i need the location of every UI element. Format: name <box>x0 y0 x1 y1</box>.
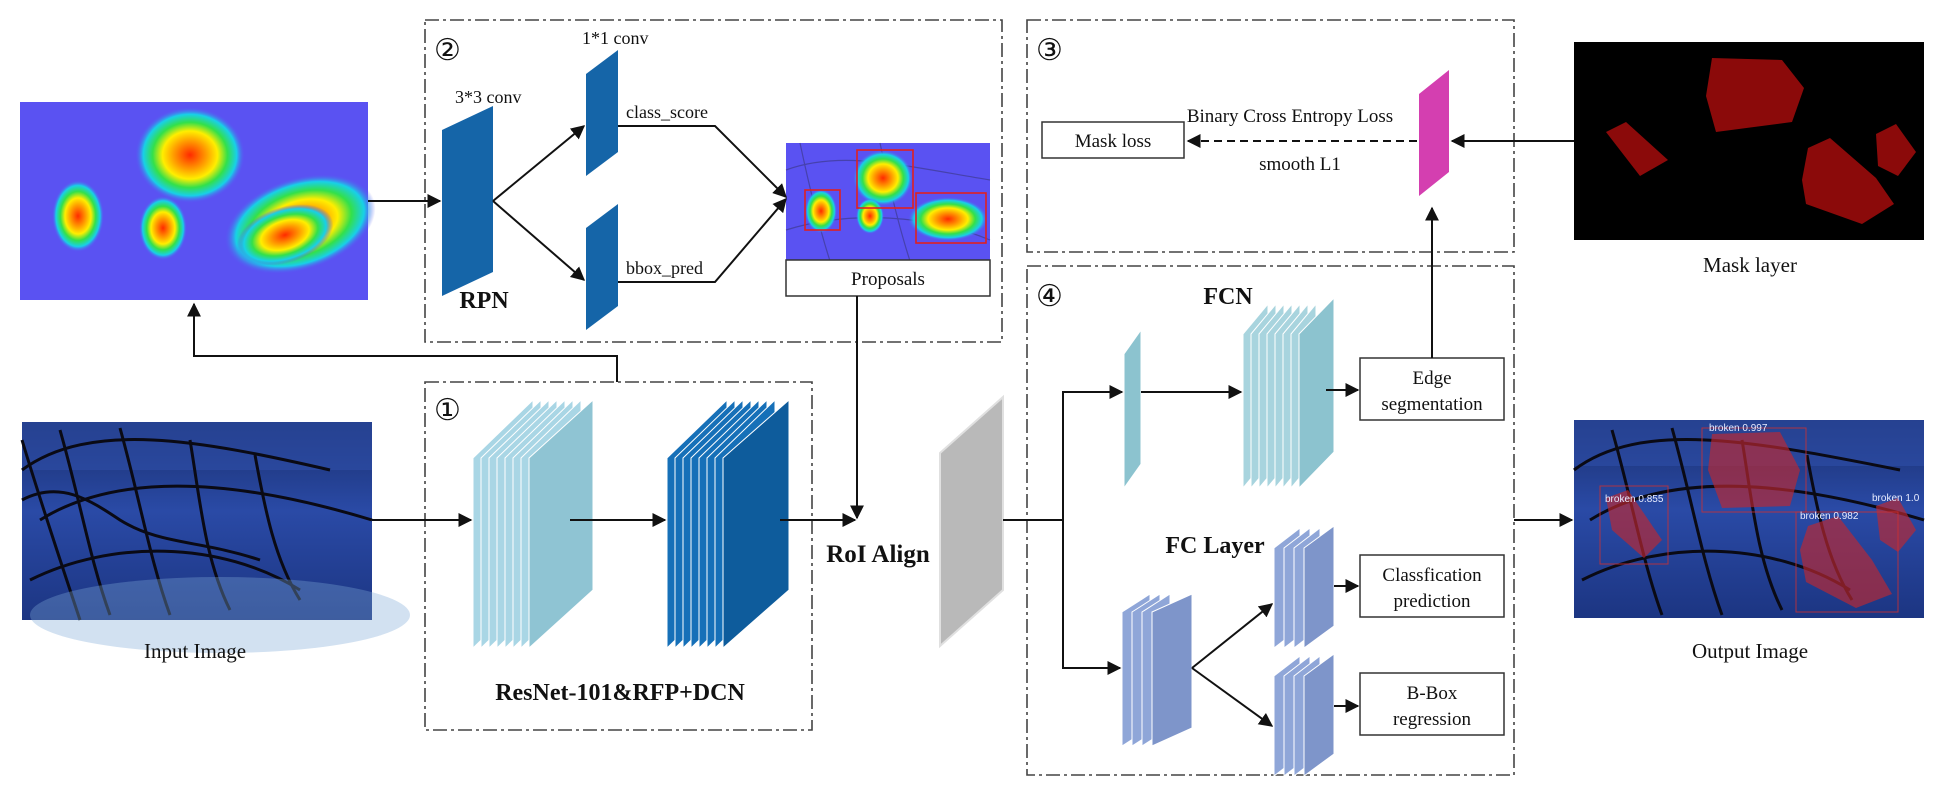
class-score-label: class_score <box>626 102 708 122</box>
classification-label-1: Classfication <box>1382 565 1482 586</box>
rpn-3x3-conv-layer <box>442 106 493 296</box>
rpn-title: RPN <box>459 288 509 314</box>
bce-loss-label: Binary Cross Entropy Loss <box>1187 106 1393 127</box>
edge-segmentation-label-1: Edge <box>1412 368 1451 389</box>
output-detection-3: broken 0.982 <box>1800 511 1859 522</box>
module-4-number: ④ <box>1036 280 1063 313</box>
edge-segmentation-label-2: segmentation <box>1381 394 1483 415</box>
mask-layer-image <box>1574 42 1924 240</box>
feature-heatmap <box>20 102 376 300</box>
resnet-light-stack <box>472 398 594 650</box>
bbox-regression-label-2: regression <box>1393 709 1472 730</box>
output-image-label: Output Image <box>1692 639 1808 663</box>
proposals-label: Proposals <box>851 269 925 290</box>
mask-loss-box <box>1041 121 1185 159</box>
output-image <box>1573 420 1925 618</box>
rpn-3x3-conv-label: 3*3 conv <box>455 87 522 107</box>
resnet-dark-stack <box>666 398 790 650</box>
module-1-number: ① <box>434 394 461 427</box>
proposals-box <box>785 259 991 297</box>
fcn-stack <box>1242 296 1335 490</box>
roi-align-label: RoI Align <box>826 541 930 568</box>
bbox-regression-label-1: B-Box <box>1407 683 1458 704</box>
roi-align-layer <box>939 394 1004 649</box>
mask-layer-label: Mask layer <box>1703 253 1797 277</box>
module-3-number: ③ <box>1036 34 1063 67</box>
output-detection-2: broken 0.855 <box>1605 494 1664 505</box>
fc-cls-stack <box>1273 525 1335 650</box>
mask-feature-layer <box>1419 70 1449 196</box>
module-2-number: ② <box>434 34 461 67</box>
rpn-bbox-conv-layer <box>586 204 618 330</box>
fc-layer-title: FC Layer <box>1165 533 1265 559</box>
bbox-pred-label: bbox_pred <box>626 258 703 278</box>
smooth-l1-label: smooth L1 <box>1259 154 1341 175</box>
input-image <box>20 422 410 653</box>
classification-box <box>1359 554 1505 618</box>
module-1-box <box>424 381 813 731</box>
proposals-thumbnail <box>785 142 991 262</box>
classification-label-2: prediction <box>1393 591 1471 612</box>
rpn-cls-conv-layer <box>586 50 618 176</box>
input-image-label: Input Image <box>144 639 246 663</box>
bbox-regression-box <box>1359 672 1505 736</box>
connectors <box>187 125 1574 727</box>
fcn-input-layer <box>1123 328 1142 490</box>
rpn-1x1-conv-label: 1*1 conv <box>582 28 649 48</box>
edge-segmentation-box <box>1359 357 1505 421</box>
module-2-box <box>424 19 1003 343</box>
mask-loss-label: Mask loss <box>1075 131 1152 152</box>
backbone-title: ResNet-101&RFP+DCN <box>495 680 745 706</box>
fc-bbox-stack <box>1273 653 1335 778</box>
fcn-title: FCN <box>1203 284 1253 310</box>
output-detection-1: broken 0.997 <box>1709 423 1768 434</box>
output-detection-4: broken 1.0 <box>1872 493 1920 504</box>
fc-input-stack <box>1121 593 1193 747</box>
module-3-box <box>1026 19 1515 253</box>
